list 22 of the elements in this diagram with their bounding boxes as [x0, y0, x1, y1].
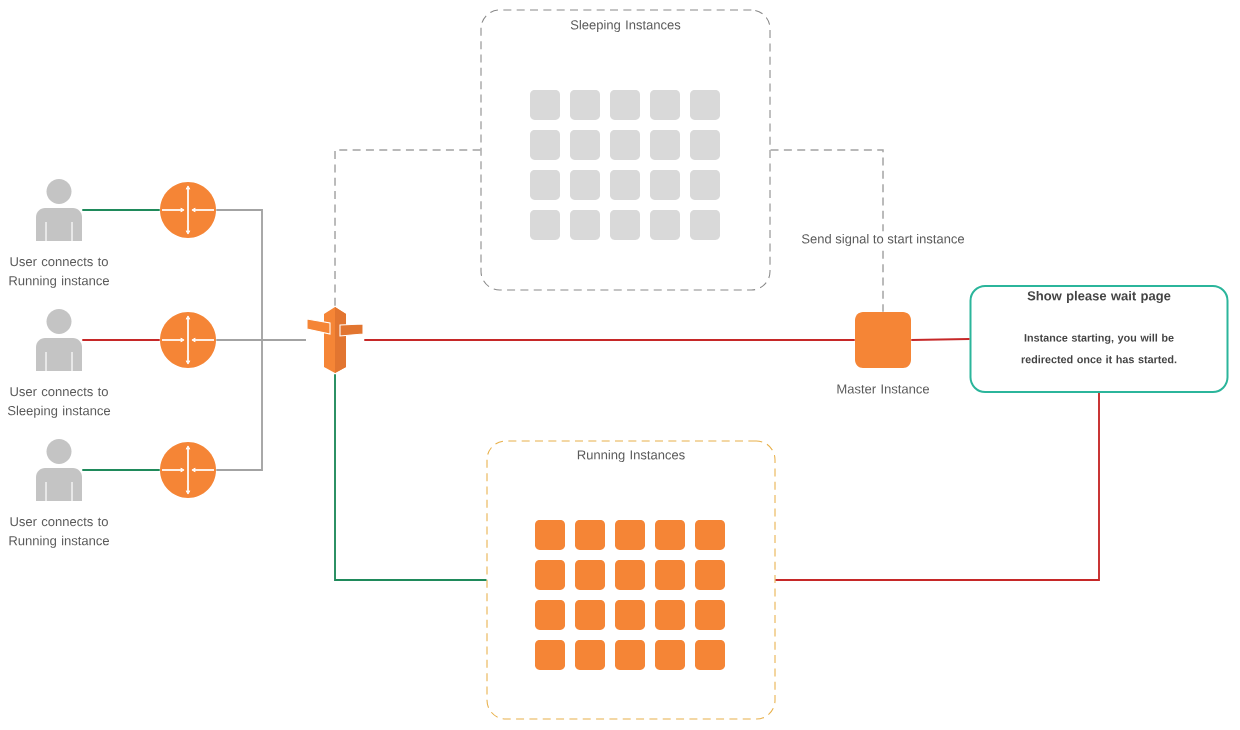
connector-line [910, 338, 971, 341]
node-label: Master Instance [837, 384, 929, 394]
node-label: User connects to Sleeping instance [7, 387, 111, 418]
message-box: Show please wait page Instance starting, you will be redirected once it has started. [969, 285, 1229, 393]
edge-label: Send signal to start instance [798, 231, 968, 249]
dashed-connector [334, 149, 482, 307]
router-icon [160, 442, 216, 498]
connector-line [81, 339, 161, 341]
connector-line [215, 339, 307, 471]
connector-line [81, 469, 161, 471]
connector-line [81, 209, 161, 211]
node-label: User connects to Running instance [9, 517, 109, 548]
router-icon [160, 312, 216, 368]
node-label: User connects to Running instance [9, 257, 109, 288]
connector-line [334, 373, 488, 581]
connector-line [363, 339, 856, 341]
group-box: Sleeping Instances [480, 9, 771, 291]
group-box: Running Instances [486, 440, 776, 720]
dashed-connector [769, 149, 884, 313]
router-icon [160, 182, 216, 238]
signpost-icon [306, 307, 364, 373]
connector-line [774, 392, 1100, 581]
